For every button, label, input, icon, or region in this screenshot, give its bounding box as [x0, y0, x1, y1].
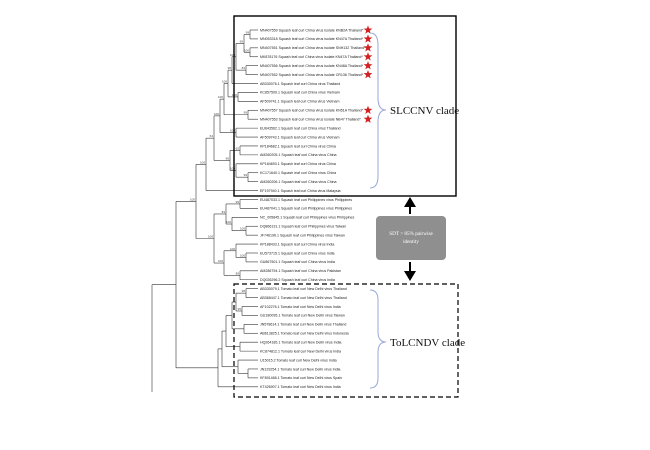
identity-note-line1: SDT > 85% pairwise [389, 231, 433, 237]
taxon-label: KP188433.1 Squash leaf curl China virus … [260, 242, 334, 246]
taxon-label: AB613825.1 Tomato leaf curl New Delhi vi… [260, 332, 349, 336]
bootstrap-label: 100 [208, 235, 213, 239]
bootstrap-label: 100 [230, 53, 235, 57]
taxon-label: KP184693.1 Squash leaf curl China virus … [260, 162, 336, 166]
bootstrap-label: 84 [242, 66, 246, 70]
bootstrap-label: 99 [244, 173, 248, 177]
taxon-label: AF102276.1 Tomato leaf curl New Delhi vi… [260, 305, 341, 309]
slccnv-clade-box [233, 15, 457, 197]
bootstrap-label: 100 [230, 129, 235, 133]
taxon-label: MN407556 Squash leaf curl China virus is… [260, 64, 364, 68]
bootstrap-label: 100 [218, 95, 223, 99]
taxon-label: JF746196.1 Squash leaf curl Philippines … [260, 233, 345, 237]
star-icon [363, 52, 373, 61]
bootstrap-label: 89 [236, 271, 240, 275]
arrow-up-icon [404, 197, 416, 214]
taxon-label: AM260205.1 Squash leaf curl China virus … [260, 153, 337, 157]
taxon-label: KC171640.1 Squash leaf curl China virus … [260, 171, 336, 175]
arrow-down-icon [404, 262, 416, 281]
taxon-label: MN407551 Squash leaf curl China virus is… [260, 46, 366, 50]
taxon-label: AB330079.1 Tomato leaf curl New Delhi vi… [260, 287, 347, 291]
taxon-label: AB368447.1 Tomato leaf curl New Delhi vi… [260, 296, 347, 300]
taxon-label: EU573715.1 Squash leaf curl China virus … [260, 251, 335, 255]
taxon-label: MK878176 Squash leaf curl China virus is… [260, 55, 363, 59]
bootstrap-label: 99 [246, 30, 250, 34]
taxon-label: AF509743.1 Squash leaf curl China virus … [260, 135, 339, 139]
taxon-label: JN129254.1 Tomato leaf curl New Delhi vi… [260, 367, 340, 371]
taxon-label: GU180095.1 Tomato leaf curl New Delhi vi… [260, 314, 345, 318]
taxon-label: EU643562.1 Squash leaf curl China virus … [260, 126, 340, 130]
taxon-label: MN407557 Squash leaf curl China virus is… [260, 109, 364, 113]
bootstrap-label: 100 [218, 259, 223, 263]
taxon-label: DQ866131.1 Squash leaf curl Philippines … [260, 225, 346, 229]
taxon-label: KC857509.1 Squash leaf curl China virus … [260, 91, 340, 95]
bootstrap-label: 98 [242, 289, 246, 293]
bootstrap-label: 100 [190, 197, 195, 201]
tolcndv-clade-box [233, 283, 459, 398]
taxon-label: KF891468.1 Tomato leaf curl New Delhi vi… [260, 376, 342, 380]
bootstrap-label: 99 [240, 39, 244, 43]
taxon-label: KT426907.1 Tomato leaf curl New Delhi vi… [260, 385, 341, 389]
bootstrap-label: 100 [244, 48, 249, 52]
taxon-label: JN578614.1 Tomato leaf curl New Delhi vi… [260, 323, 346, 327]
taxon-label: KC874812.1 Tomato leaf curl New Delhi vi… [260, 349, 341, 353]
bootstrap-label: 100 [230, 166, 235, 170]
taxon-label: MN407559 Squash leaf curl China virus is… [260, 28, 364, 32]
tree-branches [151, 29, 258, 392]
taxon-label: DQ026296.2 Squash leaf curl China virus … [260, 278, 335, 282]
bootstrap-label: 100 [214, 112, 219, 116]
bootstrap-label: 99 [244, 111, 248, 115]
taxon-label: EF197940.1 Squash leaf curl China virus … [260, 189, 341, 193]
slccnv-clade-brace [369, 32, 387, 189]
taxon-label: MN407552 Squash leaf curl China virus is… [260, 73, 364, 77]
bootstrap-label: 100 [230, 247, 235, 251]
taxon-labels: MN407559 Squash leaf curl China virus is… [260, 28, 366, 389]
star-icon [363, 70, 373, 79]
bootstrap-label: 100 [226, 220, 231, 224]
star-icon [363, 61, 373, 70]
taxon-label: MN407553 Squash leaf curl China virus is… [260, 118, 361, 122]
star-icon [363, 105, 373, 114]
taxon-label: AB330076.1 Squash leaf curl China virus … [260, 82, 340, 86]
taxon-label: AM286794.1 Squash leaf curl China virus … [260, 269, 341, 273]
taxon-label: MN053318 Squash leaf curl China virus is… [260, 37, 364, 41]
identity-note: SDT > 85% pairwise identity [376, 216, 446, 260]
bootstrap-label: 83 [222, 210, 226, 214]
tolcndv-clade-label: ToLCNDV clade [390, 337, 465, 349]
taxon-label: AM260206.1 Squash leaf curl China virus … [260, 180, 337, 184]
taxon-label: GU867501.1 Squash leaf curl China virus … [260, 260, 335, 264]
star-icon [363, 25, 373, 34]
bootstrap-values: 99 100 99 84 100 98 100 100 99 100 100 100 65 99 100 96… [190, 30, 249, 311]
bootstrap-label: 100 [222, 80, 227, 84]
bootstrap-label: 95 [238, 307, 242, 311]
tolcndv-clade-brace [369, 289, 387, 389]
bootstrap-label: 100 [200, 160, 205, 164]
taxon-label: NC_005845.1 Squash leaf curl Philippines… [260, 216, 354, 220]
bootstrap-label: 100 [240, 227, 245, 231]
star-icon [363, 43, 373, 52]
identity-note-line2: identity [403, 239, 419, 245]
taxon-label: EU487041.1 Squash leaf curl Philippines … [260, 207, 352, 211]
star-icon [363, 114, 373, 123]
bootstrap-label: 100 [240, 253, 245, 257]
identity-note-box [376, 216, 446, 260]
slccnv-clade-label: SLCCNV clade [390, 105, 459, 117]
taxon-label: U15015.2 Tomato leaf curl New Delhi viru… [260, 358, 337, 362]
bootstrap-label: 64 [210, 134, 214, 138]
taxon-label: AF509741.1 Squash leaf curl China virus … [260, 100, 339, 104]
bootstrap-label: 96 [226, 156, 230, 160]
bootstrap-label: 98 [228, 66, 232, 70]
taxon-label: HQ264185.1 Tomato leaf curl New Delhi vi… [260, 341, 341, 345]
bootstrap-label: 99 [236, 200, 240, 204]
star-icon [363, 34, 373, 43]
bootstrap-label: 65 [236, 146, 240, 150]
taxon-label: EU487033.1 Squash leaf curl Philippines … [260, 198, 352, 202]
taxon-label: KP184682.1 Squash leaf curl China virus … [260, 144, 336, 148]
sample-markers [363, 25, 373, 123]
